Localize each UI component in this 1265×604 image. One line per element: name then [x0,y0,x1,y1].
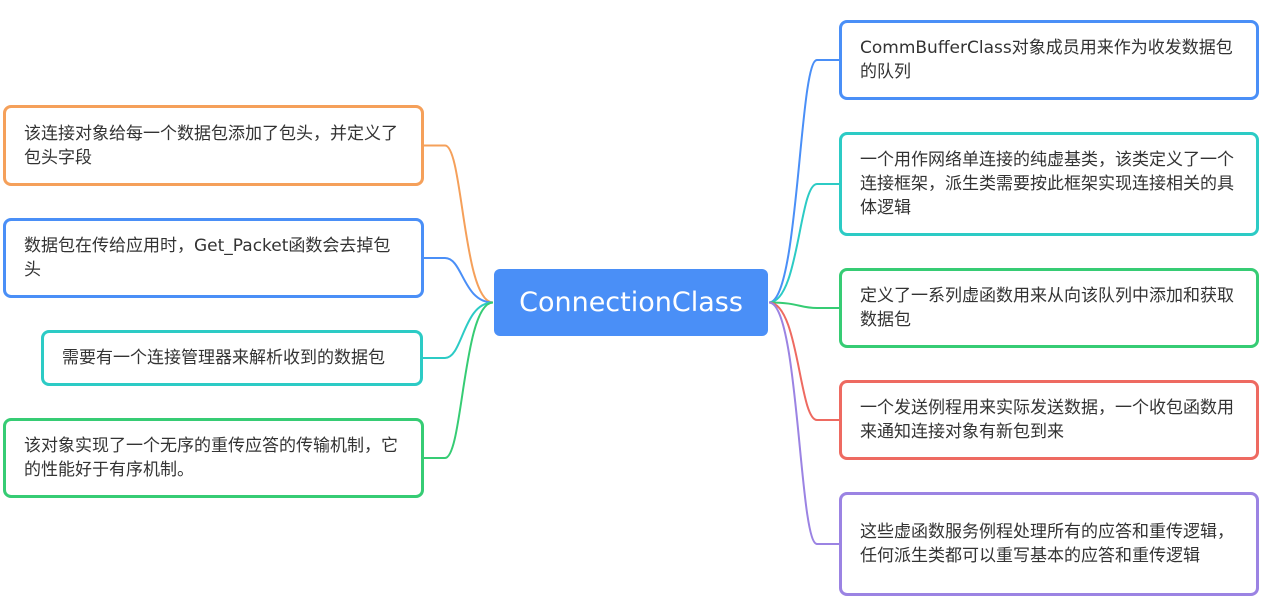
topic-left-retransmit-text: 该对象实现了一个无序的重传应答的传输机制，它的性能好于有序机制。 [24,436,398,480]
topic-right-virtual-base-text: 一个用作网络单连接的纯虚基类，该类定义了一个连接框架，派生类需要按此框架实现连接… [860,150,1234,218]
connector-right-3 [768,301,839,421]
topic-right-virtual-functions[interactable]: 定义了一系列虚函数用来从向该队列中添加和获取数据包 [839,268,1259,348]
topic-right-send-routine[interactable]: 一个发送例程用来实际发送数据，一个收包函数用来通知连接对象有新包到来 [839,380,1259,460]
topic-left-connection-manager[interactable]: 需要有一个连接管理器来解析收到的数据包 [41,330,423,386]
topic-left-get-packet[interactable]: 数据包在传给应用时，Get_Packet函数会去掉包头 [3,218,424,298]
topic-left-packet-header-text: 该连接对象给每一个数据包添加了包头，并定义了包头字段 [24,123,398,168]
central-topic[interactable]: ConnectionClass [494,269,768,336]
topic-left-connection-manager-text: 需要有一个连接管理器来解析收到的数据包 [62,348,385,368]
topic-left-retransmit[interactable]: 该对象实现了一个无序的重传应答的传输机制，它的性能好于有序机制。 [3,418,424,498]
connector-left-3 [424,301,494,459]
topic-right-service-routines-text: 这些虚函数服务例程处理所有的应答和重传逻辑，任何派生类都可以重写基本的应答和重传… [860,522,1234,566]
topic-right-send-routine-text: 一个发送例程用来实际发送数据，一个收包函数用来通知连接对象有新包到来 [860,398,1234,442]
topic-right-virtual-functions-text: 定义了一系列虚函数用来从向该队列中添加和获取数据包 [860,286,1234,330]
connector-right-1 [768,183,839,304]
connector-right-0 [768,59,839,304]
topic-right-comm-buffer[interactable]: CommBufferClass对象成员用来作为收发数据包的队列 [839,20,1259,100]
connector-right-2 [768,301,839,309]
topic-right-comm-buffer-text: CommBufferClass对象成员用来作为收发数据包的队列 [860,38,1233,82]
connector-right-4 [768,301,839,545]
connector-left-0 [424,144,494,304]
topic-left-packet-header[interactable]: 该连接对象给每一个数据包添加了包头，并定义了包头字段 [3,105,424,186]
topic-right-service-routines[interactable]: 这些虚函数服务例程处理所有的应答和重传逻辑，任何派生类都可以重写基本的应答和重传… [839,492,1259,596]
connector-left-2 [423,301,494,359]
connector-left-1 [424,257,494,304]
topic-right-virtual-base[interactable]: 一个用作网络单连接的纯虚基类，该类定义了一个连接框架，派生类需要按此框架实现连接… [839,132,1259,236]
central-topic-text: ConnectionClass [519,287,743,318]
topic-left-get-packet-text: 数据包在传给应用时，Get_Packet函数会去掉包头 [24,236,391,280]
